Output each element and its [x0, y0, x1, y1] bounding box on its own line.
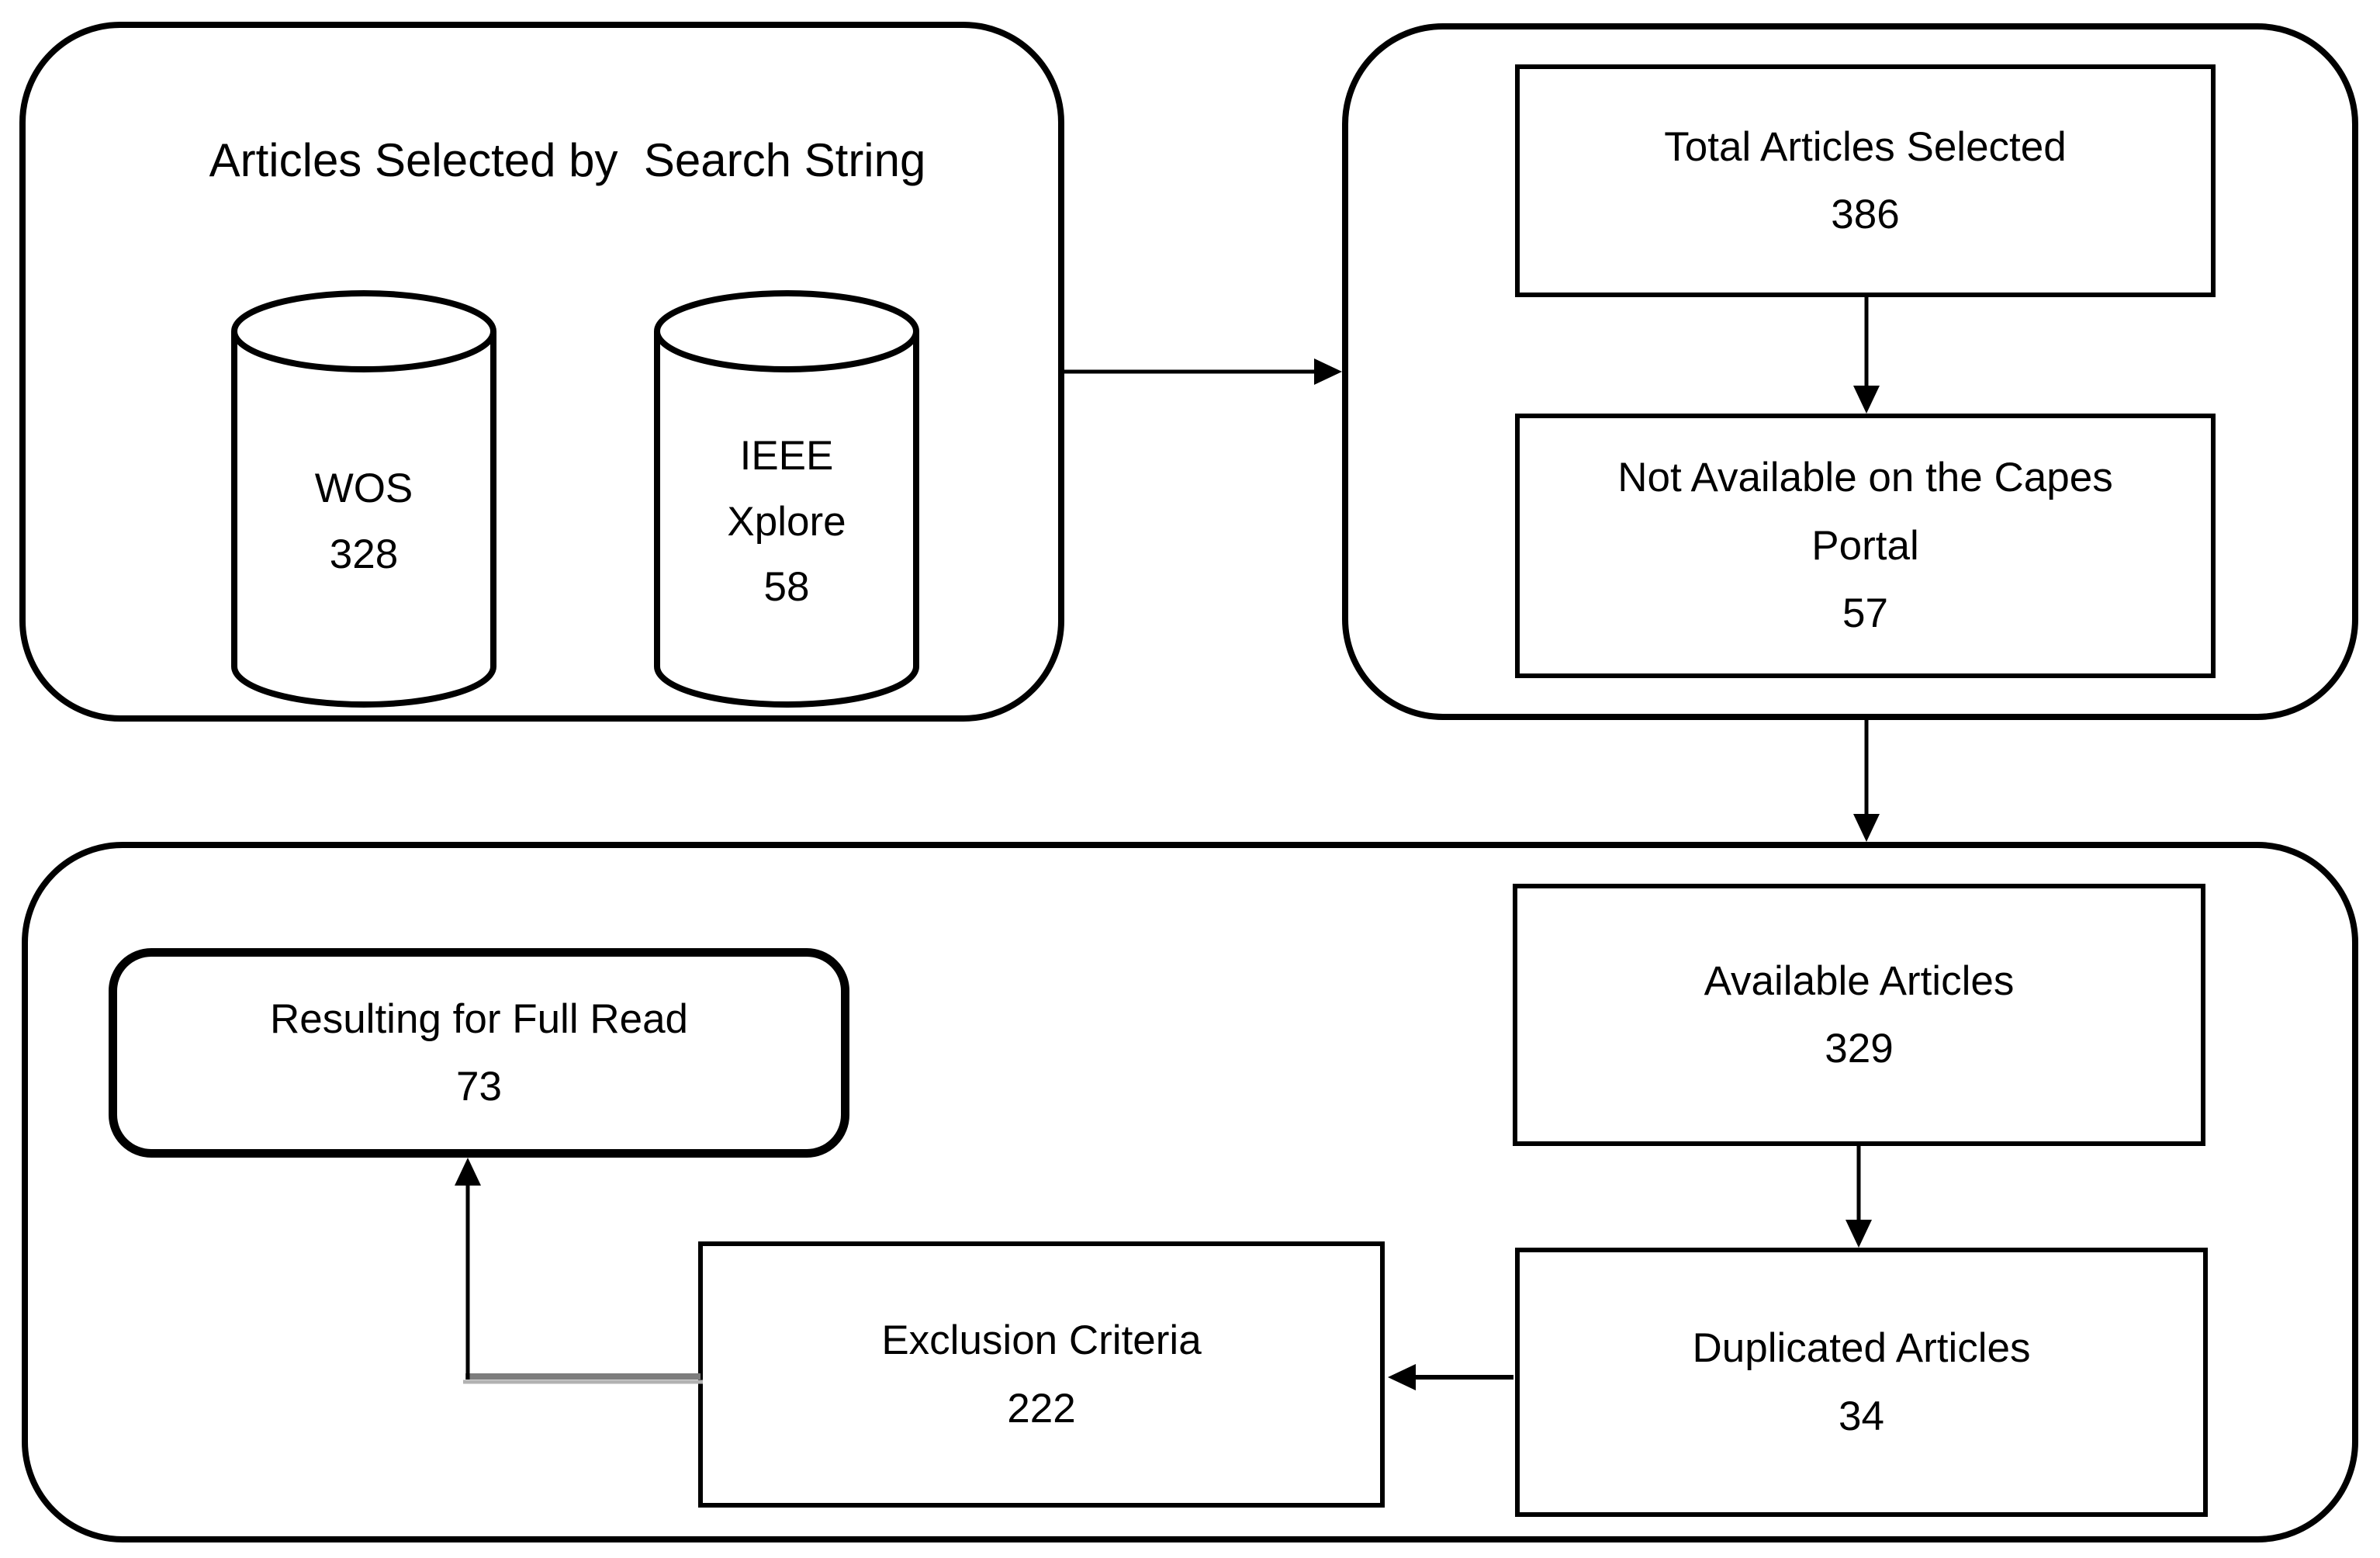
cylinder-body: [654, 331, 919, 708]
available-articles-count: 329: [1825, 1026, 1894, 1072]
duplicated-articles-box: Duplicated Articles 34: [1515, 1248, 2208, 1517]
group-title: Articles Selected by Search String: [209, 134, 926, 186]
exclusion-criteria-label: Exclusion Criteria: [881, 1317, 1202, 1364]
resulting-full-read-box: Resulting for Full Read 73: [109, 948, 849, 1158]
ieee-label-line1: IEEE: [739, 432, 834, 479]
arrowhead-right: [1314, 358, 1342, 385]
duplicated-articles-count: 34: [1839, 1393, 1884, 1439]
arrow-search-to-total: [1064, 358, 1342, 385]
wos-label-block: WOS 328: [231, 313, 496, 731]
available-articles-label: Available Articles: [1704, 957, 2015, 1004]
ieee-count: 58: [763, 564, 810, 611]
not-available-capes-portal-box: Not Available on the Capes Portal 57: [1515, 414, 2216, 678]
arrow-selected-to-screening: [1853, 720, 1880, 842]
available-articles-box: Available Articles 329: [1513, 884, 2205, 1146]
total-articles-label: Total Articles Selected: [1664, 123, 2067, 170]
cylinder-shape: [231, 290, 496, 708]
ieee-xplore-database-cylinder: IEEE Xplore 58: [654, 290, 919, 708]
exclusion-criteria-box: Exclusion Criteria 222: [698, 1241, 1385, 1508]
total-articles-count: 386: [1831, 192, 1900, 237]
cylinder-top: [654, 290, 919, 372]
not-available-label: Not Available on the Capes Portal: [1617, 455, 2113, 569]
not-available-count: 57: [1842, 590, 1888, 637]
ieee-label-block: IEEE Xplore 58: [654, 313, 919, 731]
wos-label: WOS: [314, 466, 413, 512]
total-articles-selected-box: Total Articles Selected 386: [1515, 64, 2216, 297]
wos-count: 328: [329, 531, 399, 577]
arrowhead-down: [1853, 814, 1880, 842]
resulting-full-read-label: Resulting for Full Read: [269, 995, 689, 1042]
exclusion-criteria-count: 222: [1007, 1385, 1076, 1432]
cylinder-body: [231, 331, 496, 708]
cylinder-top: [231, 290, 496, 372]
resulting-full-read-count: 73: [456, 1064, 502, 1110]
wos-database-cylinder: WOS 328: [231, 290, 496, 708]
ieee-label-line2: Xplore: [727, 498, 846, 545]
cylinder-shape: [654, 290, 919, 708]
duplicated-articles-label: Duplicated Articles: [1692, 1325, 2031, 1372]
group-articles-selected-by-search-string: Articles Selected by Search String WOS 3…: [19, 22, 1064, 722]
